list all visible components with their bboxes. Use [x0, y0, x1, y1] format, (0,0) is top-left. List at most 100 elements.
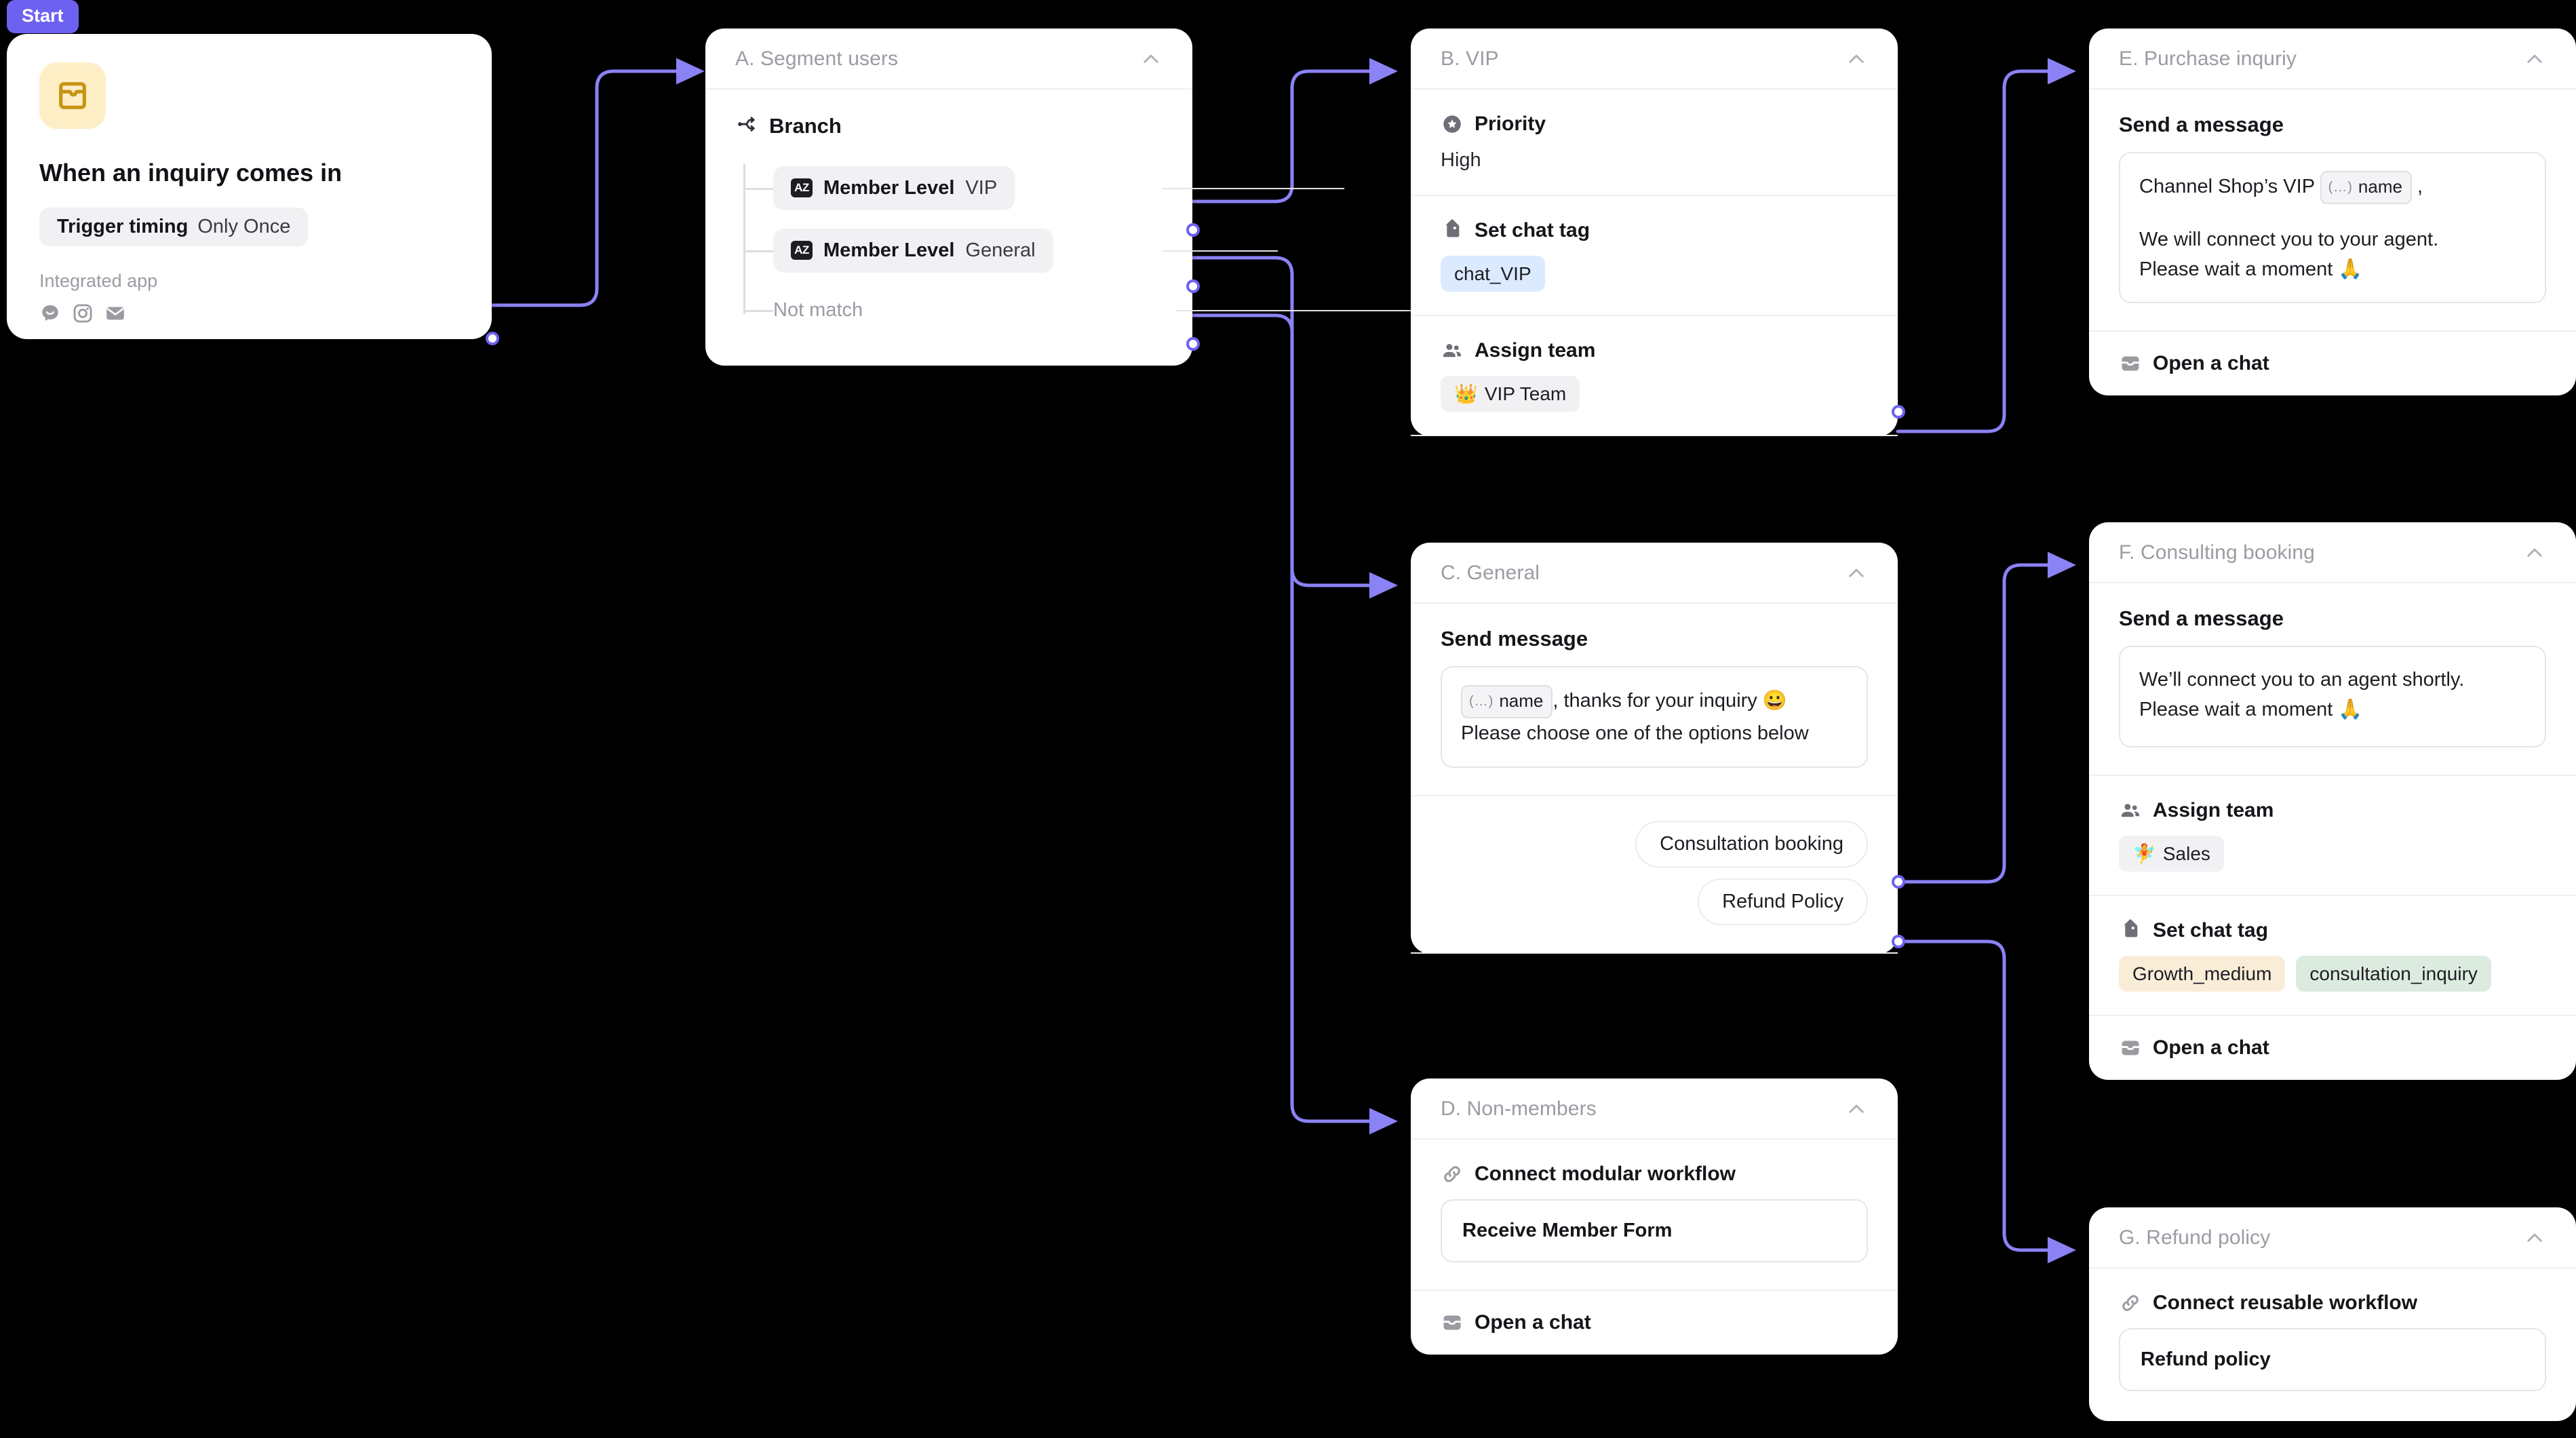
branch-row-vip[interactable]: AZ Member Level VIP	[743, 157, 1344, 219]
message-line1-text: , thanks for your inquiry 😀	[1553, 689, 1787, 712]
inbox-icon	[2119, 352, 2142, 375]
branch-row-general[interactable]: AZ Member Level General	[743, 219, 1278, 281]
inbox-icon	[2119, 1036, 2142, 1060]
branch-output-handle-not-match[interactable]	[1186, 337, 1200, 351]
node-f-header[interactable]: F. Consulting booking	[2089, 522, 2576, 583]
message-line3: Please wait a moment 🙏	[2139, 258, 2363, 281]
chevron-up-icon[interactable]	[1139, 47, 1163, 71]
send-message-label: Send message	[1441, 627, 1588, 650]
variable-chip-name: (…) name	[1461, 685, 1553, 718]
link-icon	[1441, 1163, 1464, 1186]
node-b-header[interactable]: B. VIP	[1411, 28, 1898, 90]
edge-a-vip-to-b	[1190, 58, 1399, 203]
node-c-output-handle-refund[interactable]	[1892, 935, 1905, 948]
branch-stub	[743, 310, 773, 312]
workflow-reference-box[interactable]: Receive Member Form	[1441, 1199, 1868, 1262]
team-name: VIP Team	[1484, 383, 1567, 404]
node-b-title: B. VIP	[1441, 47, 1499, 70]
node-e-purchase-inquiry[interactable]: E. Purchase inquriy Send a message Chann…	[2089, 28, 2576, 396]
chevron-up-icon[interactable]	[1845, 1097, 1868, 1121]
send-message-section: Send a message Channel Shop’s VIP (…) na…	[2089, 90, 2576, 332]
connect-workflow-section: Connect reusable workflow Refund policy	[2089, 1268, 2576, 1421]
node-f-consulting-booking[interactable]: F. Consulting booking Send a message We’…	[2089, 522, 2576, 1080]
assign-team-label: Assign team	[2153, 799, 2274, 821]
assign-team-section: Assign team 👑 VIP Team	[1411, 316, 1898, 436]
open-chat-section: Open a chat	[2089, 332, 2576, 395]
chevron-up-icon[interactable]	[2523, 541, 2546, 564]
start-node[interactable]: When an inquiry comes in Trigger timing …	[7, 34, 499, 345]
branch-stub	[743, 250, 773, 252]
az-icon: AZ	[791, 241, 813, 260]
option-button-consultation-booking[interactable]: Consultation booking	[1635, 821, 1868, 868]
workflow-reference-box[interactable]: Refund policy	[2119, 1328, 2546, 1391]
node-c-output-handle-consultation[interactable]	[1892, 875, 1905, 889]
chevron-up-icon[interactable]	[1845, 47, 1868, 71]
node-b-vip[interactable]: B. VIP Priority High	[1411, 28, 1905, 436]
branch-output-rail	[1163, 188, 1344, 189]
chat-tag-label: Set chat tag	[1475, 219, 1591, 241]
trigger-timing-chip: Trigger timing Only Once	[39, 208, 309, 246]
open-chat-label: Open a chat	[2153, 352, 2269, 375]
chat-tag-section: Set chat tag chat_VIP	[1411, 196, 1898, 316]
tag-icon	[2119, 919, 2142, 942]
node-d-header[interactable]: D. Non-members	[1411, 1078, 1898, 1140]
assign-team-section: Assign team 🧚 Sales	[2089, 776, 2576, 896]
start-output-handle[interactable]	[486, 332, 499, 345]
node-c-header[interactable]: C. General	[1411, 543, 1898, 604]
edge-b-to-e	[1896, 58, 2077, 433]
chat-bubble-icon	[39, 303, 61, 324]
chat-tag-label: Set chat tag	[2153, 919, 2269, 941]
team-emoji: 🧚	[2132, 843, 2156, 864]
assign-team-label: Assign team	[1475, 339, 1596, 362]
node-a-segment-users[interactable]: A. Segment users Branch	[705, 28, 1461, 366]
node-c-title: C. General	[1441, 562, 1540, 584]
chevron-up-icon[interactable]	[1845, 562, 1868, 585]
node-b-output-handle[interactable]	[1892, 405, 1905, 419]
connect-workflow-label: Connect modular workflow	[1475, 1163, 1736, 1185]
node-d-non-members[interactable]: D. Non-members Connect modular workflow …	[1411, 1078, 1898, 1355]
email-icon	[104, 303, 126, 324]
chat-tag-pill-consultation: consultation_inquiry	[2296, 956, 2491, 992]
integrated-app-label: Integrated app	[39, 271, 158, 291]
edge-c-consult-to-f	[1896, 551, 2077, 884]
node-g-title: G. Refund policy	[2119, 1226, 2271, 1249]
node-d-title: D. Non-members	[1441, 1097, 1597, 1120]
node-g-header[interactable]: G. Refund policy	[2089, 1207, 2576, 1268]
start-title: When an inquiry comes in	[39, 159, 343, 187]
edge-a-general-to-c	[1190, 256, 1399, 599]
chevron-up-icon[interactable]	[2523, 47, 2546, 71]
branch-output-handle-vip[interactable]	[1186, 223, 1200, 237]
edge-c-refund-to-g	[1896, 939, 2077, 1264]
condition-chip-general[interactable]: AZ Member Level General	[773, 228, 1053, 273]
team-emoji: 👑	[1454, 383, 1478, 404]
branch-label: Branch	[769, 113, 842, 138]
condition-key: Member Level	[823, 176, 955, 199]
message-suffix: ,	[2417, 175, 2423, 197]
node-a-header[interactable]: A. Segment users	[705, 28, 1192, 90]
condition-value: General	[965, 239, 1036, 261]
branch-output-rail	[1163, 250, 1278, 252]
az-icon: AZ	[791, 178, 813, 197]
branch-row-not-match[interactable]: Not match	[743, 281, 1461, 338]
chevron-up-icon[interactable]	[2523, 1226, 2546, 1249]
trigger-timing-label: Trigger timing	[57, 216, 189, 237]
variable-chip-name: (…) name	[2320, 171, 2412, 204]
variable-name: name	[2358, 176, 2402, 197]
condition-chip-vip[interactable]: AZ Member Level VIP	[773, 166, 1015, 210]
start-badge: Start	[7, 0, 79, 33]
options-section: Consultation booking Refund Policy	[1411, 796, 1898, 954]
node-c-general[interactable]: C. General Send message (…) name , thank…	[1411, 543, 1905, 954]
inbox-icon	[1441, 1311, 1464, 1334]
branch-output-handle-general[interactable]	[1186, 279, 1200, 293]
send-message-label: Send a message	[2119, 113, 2284, 136]
trigger-timing-value: Only Once	[197, 216, 291, 237]
send-message-section: Send message (…) name , thanks for your …	[1411, 604, 1898, 796]
open-chat-section: Open a chat	[2089, 1016, 2576, 1080]
node-e-header[interactable]: E. Purchase inquriy	[2089, 28, 2576, 90]
option-button-refund-policy[interactable]: Refund Policy	[1698, 878, 1868, 925]
connect-workflow-label: Connect reusable workflow	[2153, 1291, 2418, 1314]
node-g-refund-policy[interactable]: G. Refund policy Connect reusable workfl…	[2089, 1207, 2576, 1421]
open-chat-label: Open a chat	[2153, 1036, 2269, 1059]
variable-dots-icon: (…)	[2328, 179, 2353, 195]
